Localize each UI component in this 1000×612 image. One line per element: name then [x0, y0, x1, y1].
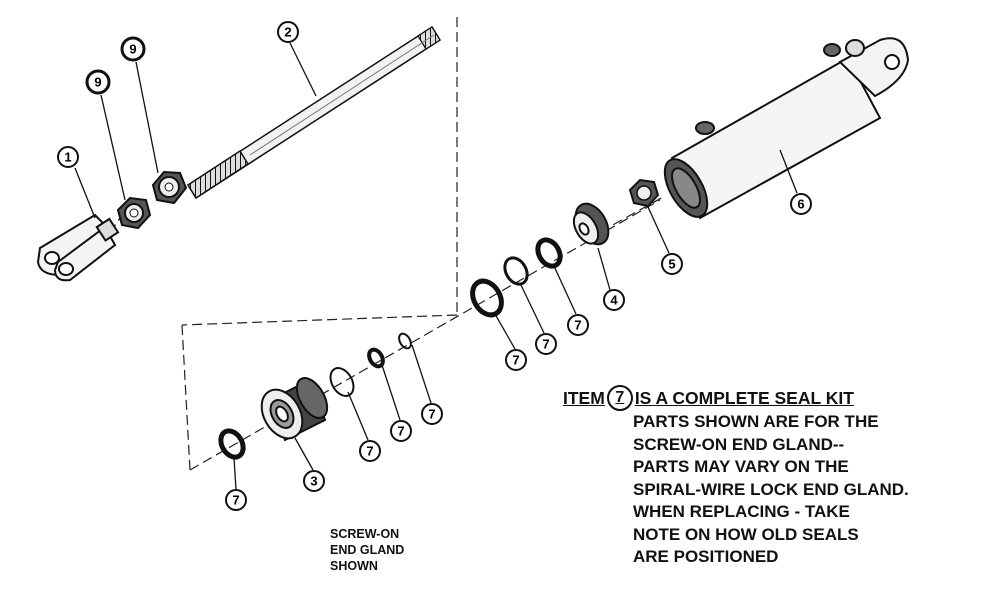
seal-note-line: PARTS MAY VARY ON THE [633, 457, 849, 476]
callout-7a: 7 [232, 493, 239, 508]
seal-kit-note: PARTS SHOWN ARE FOR THE SCREW-ON END GLA… [633, 411, 909, 569]
callout-numbers: 1 9 9 2 3 4 5 6 7 7 7 7 7 7 7 [64, 25, 804, 508]
gland-label-line: SCREW-ON [330, 527, 400, 541]
callout-9b-circle [120, 36, 146, 62]
seal-note-line: SCREW-ON END GLAND-- [633, 434, 845, 454]
end-gland [260, 377, 329, 442]
callout-7c: 7 [397, 424, 404, 439]
seal-note-line: PARTS SHOWN ARE FOR THE [633, 412, 879, 431]
callout-3-circle [303, 470, 325, 492]
callout-7f: 7 [542, 337, 549, 352]
callout-bubbles [57, 21, 812, 511]
callout-2-circle [277, 21, 299, 43]
callout-1: 1 [64, 150, 71, 165]
seal-ring-g [535, 237, 563, 269]
callout-6-circle [790, 193, 812, 215]
oring-f [503, 256, 529, 286]
callout-7d-circle [421, 403, 443, 425]
callout-4-circle [603, 289, 625, 311]
seal-ring-c [367, 347, 385, 369]
gland-label-line: SHOWN [330, 559, 378, 573]
piston [572, 202, 610, 246]
callout-9b: 9 [129, 42, 136, 57]
callout-7e: 7 [512, 353, 519, 368]
seal-ring-a [218, 428, 246, 460]
oring-b [329, 367, 355, 397]
cylinder-barrel [663, 37, 910, 220]
callout-7g-circle [567, 314, 589, 336]
seal-kit-heading-text: IS A COMPLETE SEAL KIT [634, 387, 854, 408]
jam-nut-1 [116, 196, 152, 230]
seal-ring-e [470, 278, 504, 318]
piston-nut [628, 178, 660, 208]
callout-7b-circle [359, 440, 381, 462]
callout-9a-circle [85, 69, 111, 95]
screw-on-gland-label: SCREW-ON END GLAND SHOWN [330, 526, 404, 574]
callout-7a-circle [225, 489, 247, 511]
gland-label-line: END GLAND [330, 543, 405, 557]
seal-note-line: NOTE ON HOW OLD SEALS [633, 524, 859, 544]
seal-kit-heading: ITEM 7 IS A COMPLETE SEAL KIT [563, 385, 854, 411]
callout-1-circle [57, 146, 79, 168]
callout-6: 6 [797, 197, 804, 212]
callout-7g: 7 [574, 318, 581, 333]
callout-9a: 9 [94, 75, 101, 90]
seal-note-line: ARE POSITIONED [633, 547, 779, 566]
leader-lines [74, 42, 798, 490]
callout-7d: 7 [428, 407, 435, 422]
rod-clevis [36, 213, 120, 282]
seal-kit-item-callout: 7 [606, 385, 633, 411]
callout-7b: 7 [366, 444, 373, 459]
callout-7e-circle [505, 349, 527, 371]
callout-2: 2 [284, 25, 291, 40]
jam-nut-2 [151, 170, 188, 205]
seal-rings [218, 237, 563, 460]
seal-note-line: SPIRAL-WIRE LOCK END GLAND. [633, 479, 909, 499]
piston-rod [186, 25, 442, 200]
callout-7f-circle [535, 333, 557, 355]
callout-4: 4 [610, 293, 618, 308]
seal-note-line: WHEN REPLACING - TAKE [633, 502, 850, 521]
callout-5-circle [661, 253, 683, 275]
oring-d [398, 332, 412, 350]
callout-5: 5 [668, 257, 675, 272]
callout-7c-circle [390, 420, 412, 442]
seal-kit-prefix: ITEM [563, 387, 605, 408]
callout-3: 3 [310, 474, 317, 489]
